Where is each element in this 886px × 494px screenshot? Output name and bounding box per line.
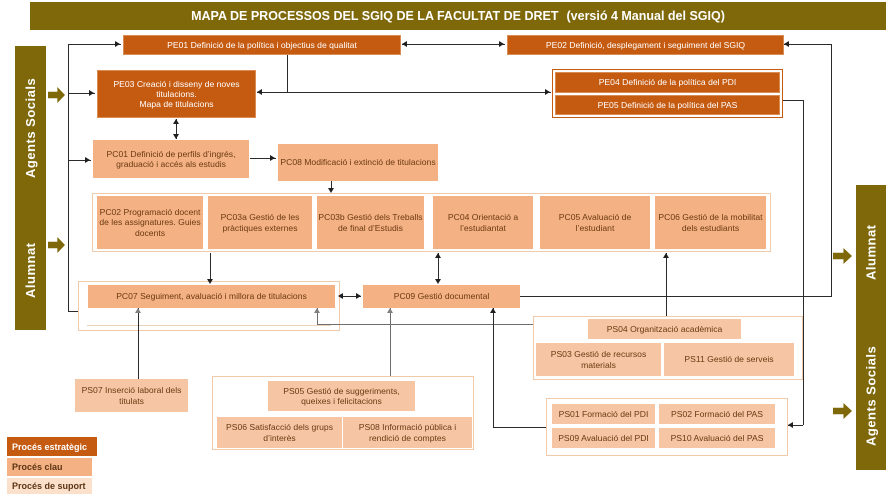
box-ps11: PS11 Gestió de serveis: [664, 343, 794, 376]
box-pc03a: PC03a Gestió de les pràctiques externes: [208, 196, 312, 249]
connector-line: [317, 324, 533, 326]
box-ps03: PS03 Gestió de recursos materials: [536, 343, 661, 376]
connector-line: [438, 253, 440, 281]
legend-strategic: Procés estratègic: [7, 437, 97, 456]
box-ps08: PS08 Informació pública i rendició de co…: [343, 417, 472, 448]
box-pc05: PC05 Avaluació de l’estudiant: [540, 196, 650, 249]
arrowhead: [89, 89, 94, 96]
box-pc07: PC07 Seguiment, avaluació i millora de t…: [88, 285, 335, 308]
box-pe04: PE04 Definició de la política del PDI: [555, 72, 780, 93]
left-label-agents-socials: Agents Socials: [23, 77, 38, 179]
box-ps07: PS07 Inserció laboral dels titulats: [75, 379, 188, 412]
connector-line: [390, 308, 392, 376]
page-title: MAPA DE PROCESSOS DEL SGIQ DE LA FACULTA…: [191, 9, 559, 23]
box-pe03: PE03 Creació i disseny de noves titulaci…: [97, 70, 256, 118]
box-pc03b: PC03b Gestió dels Treballs de final d’Es…: [317, 196, 424, 249]
box-pe01: PE01 Definició de la política i objectiu…: [123, 35, 401, 55]
arrowhead: [270, 154, 275, 161]
pe04-pe05-group: PE04 Definició de la política del PDI PE…: [552, 69, 783, 118]
arrowhead: [434, 253, 441, 258]
connector-line: [68, 160, 91, 162]
box-ps02: PS02 Formació del PAS: [659, 404, 775, 424]
connector-line: [831, 44, 833, 297]
connector-line: [788, 425, 803, 427]
arrowhead: [338, 292, 343, 299]
connector-line: [783, 100, 803, 102]
arrowhead: [257, 88, 262, 95]
arrowhead: [134, 308, 141, 313]
connector-line: [287, 55, 289, 92]
arrowhead: [402, 40, 407, 47]
connector-line: [68, 44, 70, 311]
connector-line: [68, 93, 95, 95]
arrowhead: [784, 40, 789, 47]
connector-line: [803, 100, 805, 425]
connector-line: [666, 253, 668, 316]
box-pc02: PC02 Programació docent de les assignatu…: [97, 196, 203, 249]
arrowhead: [327, 188, 334, 193]
connector-line: [340, 296, 361, 298]
box-pc01: PC01 Definició de perfils d’ingrés, grad…: [93, 140, 249, 178]
container-divider: [87, 325, 331, 326]
arrowhead: [85, 156, 90, 163]
left-input-arrow-icon: [48, 87, 65, 103]
arrowhead: [386, 308, 393, 313]
left-input-arrow2-icon: [48, 237, 65, 253]
arrowhead: [489, 308, 496, 313]
arrowhead: [172, 134, 179, 139]
box-pc08: PC08 Modificació i extinció de titulacio…: [278, 144, 438, 181]
arrowhead: [172, 119, 179, 124]
connector-line: [520, 296, 831, 298]
title-bar: MAPA DE PROCESSOS DEL SGIQ DE LA FACULTA…: [30, 2, 886, 30]
arrowhead: [313, 308, 320, 313]
arrowhead: [499, 40, 504, 47]
box-pc04: PC04 Orientació a l’estudiantat: [433, 196, 533, 249]
connector-line: [402, 44, 505, 46]
legend-key: Procés clau: [7, 458, 92, 476]
right-stakeholder-bar: [856, 185, 886, 470]
connector-line: [68, 44, 121, 46]
connector-line: [493, 308, 495, 427]
connector-line: [493, 427, 546, 429]
box-pe02: PE02 Definició, desplegament i seguiment…: [507, 35, 784, 55]
right-output-arrow2-icon: [833, 403, 852, 419]
connector-line: [784, 44, 831, 46]
arrowhead: [115, 40, 120, 47]
connector-line: [250, 158, 276, 160]
connector-line: [68, 311, 78, 313]
legend-support: Procés de suport: [7, 478, 92, 494]
box-ps06: PS06 Satisfacció dels grups d’interès: [217, 417, 342, 448]
box-ps04: PS04 Organització acadèmica: [588, 319, 741, 339]
box-pc09: PC09 Gestió documental: [363, 285, 520, 308]
left-label-alumnat: Alumnat: [23, 242, 38, 298]
box-pc06: PC06 Gestió de la mobilitat dels estudia…: [655, 196, 766, 249]
box-ps05: PS05 Gestió de suggeriments, queixes i f…: [268, 381, 415, 411]
arrowhead: [788, 421, 793, 428]
arrowhead: [434, 279, 441, 284]
box-ps10: PS10 Avaluació del PAS: [659, 428, 775, 448]
right-label-agents-socials: Agents Socials: [863, 345, 879, 447]
arrowhead: [662, 253, 669, 258]
left-stakeholder-bar: [15, 46, 46, 330]
connector-line: [210, 253, 212, 280]
connector-line: [257, 92, 551, 94]
box-ps09: PS09 Avaluació del PDI: [552, 428, 655, 448]
connector-line: [331, 181, 333, 191]
arrowhead: [545, 88, 550, 95]
title-version-note: (versió 4 Manual del SGIQ): [566, 9, 725, 23]
arrowhead: [356, 292, 361, 299]
right-output-arrow-icon: [833, 248, 852, 264]
box-pe05: PE05 Definició de la política del PAS: [555, 94, 780, 115]
right-label-alumnat: Alumnat: [863, 224, 879, 280]
arrowhead: [206, 279, 213, 284]
connector-line: [138, 308, 140, 379]
connector-line: [176, 119, 178, 139]
box-ps01: PS01 Formació del PDI: [552, 404, 655, 424]
connector-line: [317, 308, 319, 324]
